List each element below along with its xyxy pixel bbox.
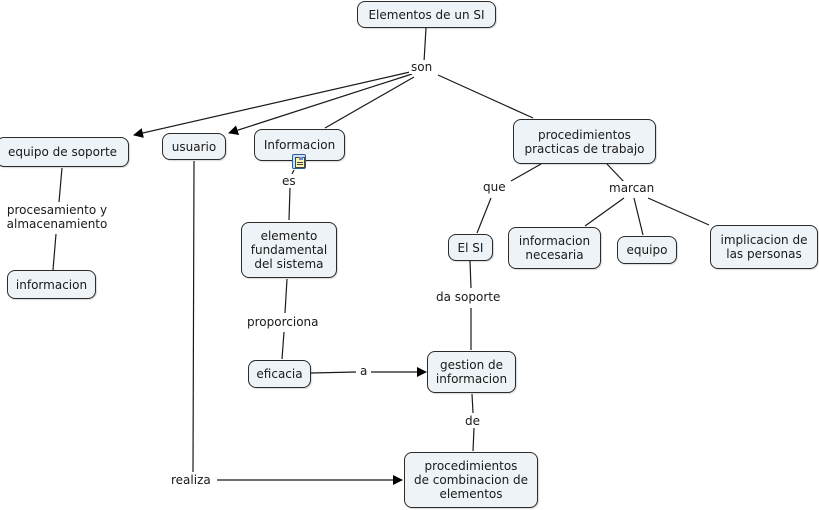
concept-el-si[interactable]: El SI bbox=[448, 234, 493, 261]
link-marcan-implicacion bbox=[647, 197, 710, 226]
concept-equipo-de-soporte[interactable]: equipo de soporte bbox=[0, 137, 129, 167]
concept-procedimientos-practicas[interactable]: procedimientos practicas de trabajo bbox=[513, 119, 656, 164]
link-son-informacion bbox=[324, 76, 415, 129]
link-label-da-soporte[interactable]: da soporte bbox=[434, 290, 503, 304]
link-de-procedimientos bbox=[472, 427, 475, 452]
link-label-es[interactable]: es bbox=[280, 174, 298, 188]
concept-equipo[interactable]: equipo bbox=[617, 236, 677, 264]
concept-elemento-fundamental[interactable]: elemento fundamental del sistema bbox=[241, 222, 337, 278]
link-procedimientos-marcan bbox=[606, 163, 626, 184]
concept-informacion-necesaria[interactable]: informacion necesaria bbox=[508, 227, 601, 269]
link-son-procedimientos bbox=[437, 74, 534, 119]
link-eficacia-a bbox=[310, 371, 357, 374]
link-equipo-procesamiento bbox=[58, 167, 63, 203]
concept-procedimientos-combinacion[interactable]: procedimientos de combinacion de element… bbox=[404, 452, 538, 508]
resource-document-icon[interactable] bbox=[292, 154, 306, 169]
link-son-equipo bbox=[133, 71, 411, 138]
link-marcan-equipo bbox=[633, 197, 644, 236]
concept-informacion-secondary[interactable]: informacion bbox=[7, 270, 96, 299]
link-label-de[interactable]: de bbox=[463, 414, 482, 428]
link-label-realiza[interactable]: realiza bbox=[169, 473, 213, 487]
link-elsi-dasoporte bbox=[469, 260, 472, 289]
link-procesamiento-informacion bbox=[52, 233, 57, 271]
link-elemento-proporciona bbox=[284, 278, 288, 314]
link-label-a[interactable]: a bbox=[358, 364, 370, 378]
link-es-elemento bbox=[288, 187, 291, 221]
link-proporciona-eficacia bbox=[281, 331, 285, 360]
link-usuario-realiza bbox=[192, 160, 195, 473]
link-gestion-de bbox=[471, 393, 474, 414]
link-label-proporciona[interactable]: proporciona bbox=[245, 315, 321, 329]
link-procedimientos-que bbox=[510, 163, 542, 182]
concept-gestion-informacion[interactable]: gestion de informacion bbox=[427, 351, 516, 393]
concept-elementos-de-un-si[interactable]: Elementos de un SI bbox=[357, 1, 496, 28]
link-label-procesamiento[interactable]: procesamiento y almacenamiento bbox=[1, 203, 113, 231]
concept-eficacia[interactable]: eficacia bbox=[248, 360, 311, 388]
link-label-son[interactable]: son bbox=[409, 60, 435, 74]
link-label-que[interactable]: que bbox=[481, 180, 508, 194]
link-que-elsi bbox=[476, 197, 492, 234]
link-informacion-es bbox=[291, 169, 295, 175]
link-label-marcan[interactable]: marcan bbox=[607, 181, 657, 195]
link-root-son bbox=[423, 27, 427, 63]
concept-implicacion-personas[interactable]: implicacion de las personas bbox=[710, 225, 818, 269]
concept-usuario[interactable]: usuario bbox=[162, 133, 226, 160]
link-marcan-infonecesaria bbox=[584, 197, 625, 227]
link-son-usuario bbox=[228, 73, 413, 135]
